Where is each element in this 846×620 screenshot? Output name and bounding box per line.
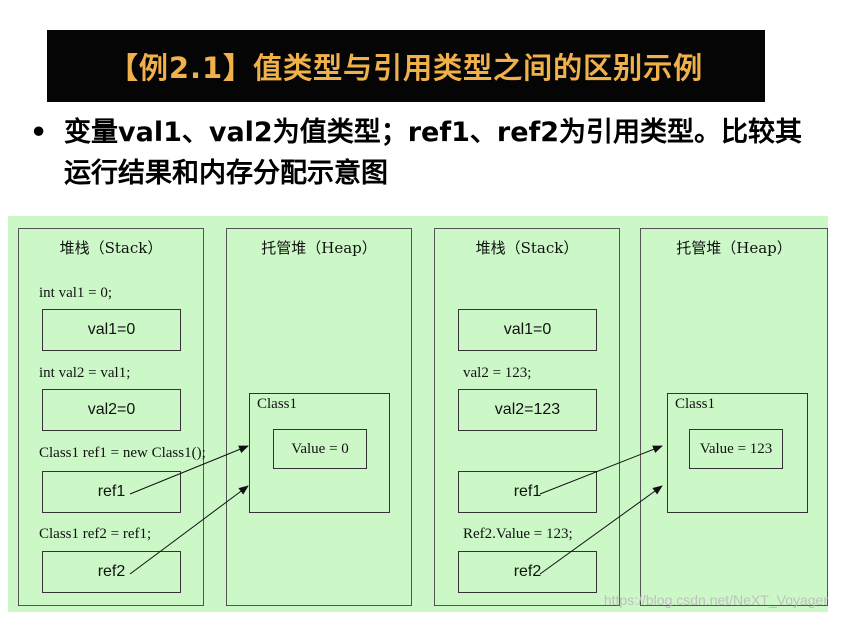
right-ref1-arrow xyxy=(539,445,663,495)
left-heap-value: Value = 0 xyxy=(273,429,367,469)
left-ref1-arrow xyxy=(129,445,249,495)
left-stack-title: 堆栈（Stack） xyxy=(59,239,163,257)
right-heap-object: Class1 Value = 123 xyxy=(667,393,808,513)
right-stack-panel: 堆栈（Stack） val1=0 val2 = 123; val2=123 re… xyxy=(434,228,620,606)
right-heap-value: Value = 123 xyxy=(689,429,783,469)
title-bar: 【例2.1】值类型与引用类型之间的区别示例 xyxy=(47,30,765,102)
left-box-ref1: ref1 xyxy=(42,471,181,513)
left-heap-object-label: Class1 xyxy=(257,396,298,412)
left-code-2: int val2 = val1; xyxy=(39,365,131,381)
left-box-val2: val2=0 xyxy=(42,389,181,431)
bullet-dot: • xyxy=(30,117,48,148)
right-heap-object-label: Class1 xyxy=(675,396,716,412)
right-stack-title: 堆栈（Stack） xyxy=(475,239,579,257)
left-ref2-arrow xyxy=(129,485,249,575)
right-code-2: val2 = 123; xyxy=(463,365,532,381)
right-box-ref2: ref2 xyxy=(458,551,597,593)
left-heap-object: Class1 Value = 0 xyxy=(249,393,390,513)
slide-title: 【例2.1】值类型与引用类型之间的区别示例 xyxy=(108,51,704,85)
left-stack-panel: 堆栈（Stack） int val1 = 0; val1=0 int val2 … xyxy=(18,228,206,606)
right-box-val2: val2=123 xyxy=(458,389,597,431)
right-heap-panel: 托管堆（Heap） Class1 Value = 123 xyxy=(640,228,828,606)
right-heap-title: 托管堆（Heap） xyxy=(676,239,792,257)
memory-diagram: 堆栈（Stack） int val1 = 0; val1=0 int val2 … xyxy=(8,216,828,612)
left-box-ref2: ref2 xyxy=(42,551,181,593)
left-box-val1: val1=0 xyxy=(42,309,181,351)
right-box-val1: val1=0 xyxy=(458,309,597,351)
bullet-text: 变量val1、val2为值类型；ref1、ref2为引用类型。比较其运行结果和内… xyxy=(64,117,803,189)
left-code-3: Class1 ref1 = new Class1(); xyxy=(39,445,206,461)
left-heap-panel: 托管堆（Heap） Class1 Value = 0 xyxy=(226,228,412,606)
reference-arrows xyxy=(129,445,663,575)
right-code-4: Ref2.Value = 123; xyxy=(463,526,573,542)
watermark-url: https://blog.csdn.net/NeXT_Voyager xyxy=(603,592,828,608)
right-ref2-arrow xyxy=(539,485,663,575)
left-heap-title: 托管堆（Heap） xyxy=(261,239,377,257)
left-code-4: Class1 ref2 = ref1; xyxy=(39,526,152,542)
left-code-1: int val1 = 0; xyxy=(39,285,113,301)
right-box-ref1: ref1 xyxy=(458,471,597,513)
